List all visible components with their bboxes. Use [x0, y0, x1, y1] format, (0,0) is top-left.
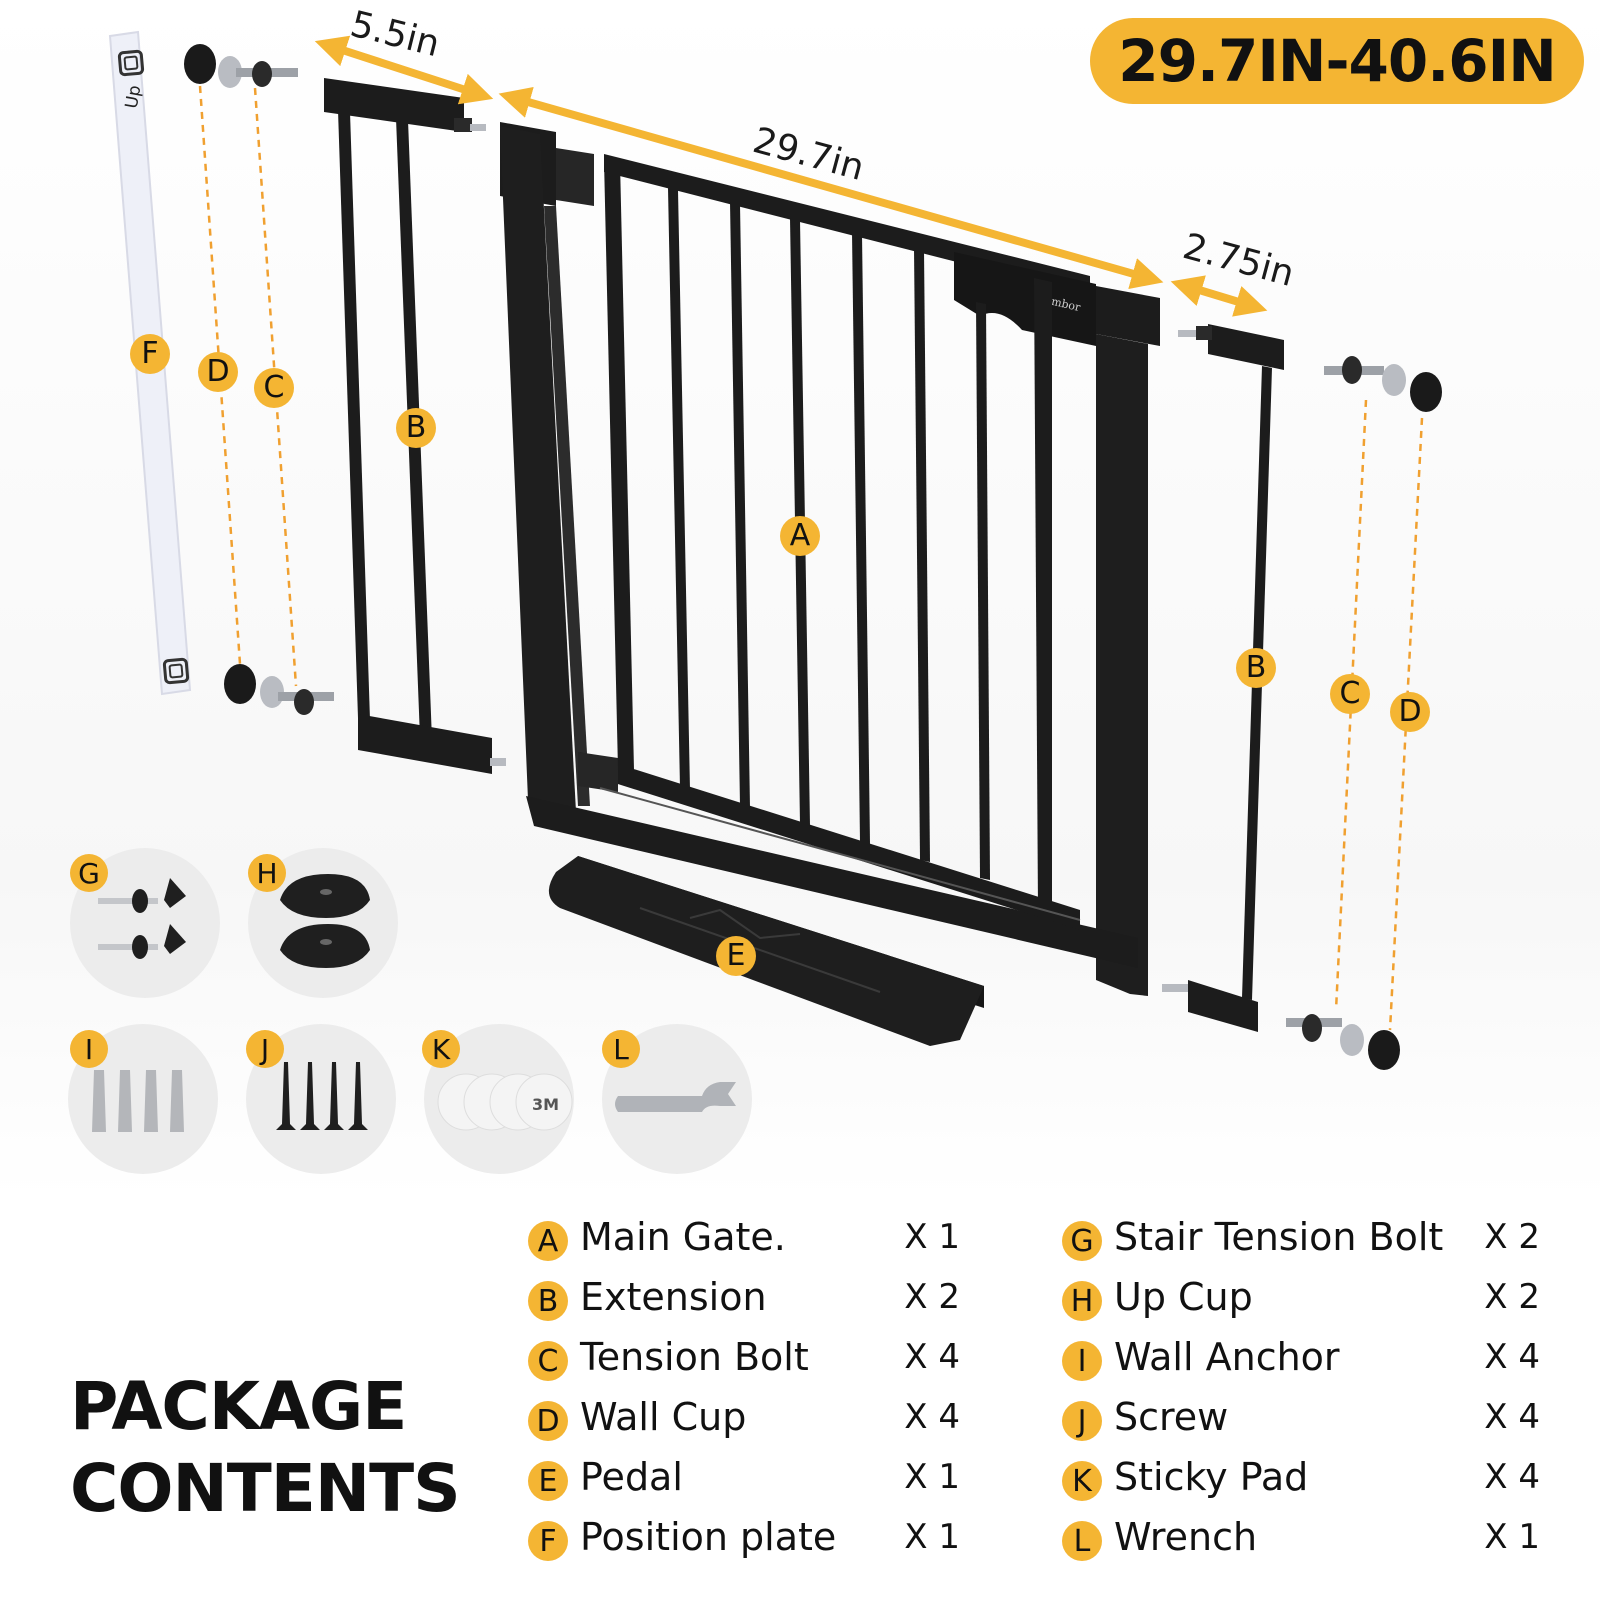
contents-item-qty: X 4 — [904, 1337, 960, 1377]
accessory-label-J: J — [246, 1030, 284, 1068]
accessory-sticky-pad: 3M — [424, 1024, 574, 1174]
contents-item: H Up Cup X 2 — [1062, 1272, 1540, 1322]
contents-item-name: Extension — [580, 1275, 767, 1319]
accessory-label-G: G — [70, 854, 108, 892]
label-B-right: B — [1236, 648, 1276, 688]
contents-item-letter: E — [528, 1461, 568, 1501]
contents-item-qty: X 4 — [1484, 1337, 1540, 1377]
label-C-left: C — [254, 368, 294, 408]
label-E: E — [716, 936, 756, 976]
contents-item: E Pedal X 1 — [528, 1452, 960, 1502]
dimension-arrows — [314, 35, 1268, 317]
wall-anchor-icon — [92, 1070, 184, 1132]
package-title-line2: CONTENTS — [70, 1450, 461, 1527]
accessory-label-K: K — [422, 1030, 460, 1068]
plate-up-text: Up — [122, 84, 146, 110]
contents-item-letter: K — [1062, 1461, 1102, 1501]
label-D-right: D — [1390, 692, 1430, 732]
contents-item-qty: X 2 — [1484, 1217, 1540, 1257]
contents-item-name: Main Gate. — [580, 1215, 786, 1259]
contents-item-qty: X 1 — [904, 1457, 960, 1497]
stair-tension-bolt-icon — [98, 878, 186, 959]
contents-item-name: Position plate — [580, 1515, 837, 1559]
contents-item-name: Pedal — [580, 1455, 683, 1499]
contents-item: C Tension Bolt X 4 — [528, 1332, 960, 1382]
gate-illustration: Up — [108, 30, 1442, 1070]
label-F: F — [130, 334, 170, 374]
label-D-left: D — [198, 352, 238, 392]
contents-item: D Wall Cup X 4 — [528, 1392, 960, 1442]
wrench-icon — [615, 1082, 736, 1112]
contents-item-qty: X 2 — [1484, 1277, 1540, 1317]
contents-item-name: Wrench — [1114, 1515, 1258, 1559]
contents-item-name: Screw — [1114, 1395, 1229, 1439]
contents-item-letter: B — [528, 1281, 568, 1321]
contents-item: G Stair Tension Bolt X 2 — [1062, 1212, 1540, 1262]
accessory-label-L: L — [602, 1030, 640, 1068]
contents-item-letter: G — [1062, 1221, 1102, 1261]
accessory-label-H: H — [248, 854, 286, 892]
package-title-line1: PACKAGE — [70, 1368, 407, 1445]
contents-item-letter: A — [528, 1221, 568, 1261]
accessory-up-cup — [248, 848, 398, 998]
contents-item-letter: J — [1062, 1401, 1102, 1441]
contents-item-qty: X 4 — [904, 1397, 960, 1437]
contents-item-name: Up Cup — [1114, 1275, 1253, 1319]
contents-item: B Extension X 2 — [528, 1272, 960, 1322]
contents-item: I Wall Anchor X 4 — [1062, 1332, 1540, 1382]
contents-item-name: Wall Anchor — [1114, 1335, 1340, 1379]
accessory-wall-anchor — [68, 1024, 218, 1174]
screw-icon — [276, 1062, 368, 1130]
contents-item: L Wrench X 1 — [1062, 1512, 1540, 1562]
contents-item-letter: F — [528, 1521, 568, 1561]
contents-item-qty: X 4 — [1484, 1397, 1540, 1437]
contents-item: K Sticky Pad X 4 — [1062, 1452, 1540, 1502]
up-cup-icon — [280, 874, 370, 968]
contents-item-letter: L — [1062, 1521, 1102, 1561]
package-contents-title: PACKAGE CONTENTS — [70, 1366, 461, 1530]
sticky-pad-logo: 3M — [532, 1095, 559, 1114]
contents-item: A Main Gate. X 1 — [528, 1212, 960, 1262]
contents-item-letter: I — [1062, 1341, 1102, 1381]
label-C-right: C — [1330, 674, 1370, 714]
label-B-left: B — [396, 408, 436, 448]
contents-item-qty: X 4 — [1484, 1457, 1540, 1497]
sticky-pad-icon: 3M — [437, 1073, 573, 1131]
contents-item-name: Wall Cup — [580, 1395, 747, 1439]
contents-item-name: Sticky Pad — [1114, 1455, 1309, 1499]
pedal — [548, 856, 984, 1046]
contents-item-qty: X 1 — [904, 1517, 960, 1557]
contents-item-letter: D — [528, 1401, 568, 1441]
contents-item-letter: H — [1062, 1281, 1102, 1321]
contents-item-name: Stair Tension Bolt — [1114, 1215, 1444, 1259]
label-A: A — [780, 516, 820, 556]
contents-item-letter: C — [528, 1341, 568, 1381]
contents-item-name: Tension Bolt — [580, 1335, 809, 1379]
size-range-badge: 29.7IN-40.6IN — [1090, 18, 1584, 104]
accessory-label-I: I — [70, 1030, 108, 1068]
contents-item-qty: X 1 — [904, 1217, 960, 1257]
contents-item: F Position plate X 1 — [528, 1512, 960, 1562]
contents-item-qty: X 1 — [1484, 1517, 1540, 1557]
contents-item: J Screw X 4 — [1062, 1392, 1540, 1442]
contents-item-qty: X 2 — [904, 1277, 960, 1317]
